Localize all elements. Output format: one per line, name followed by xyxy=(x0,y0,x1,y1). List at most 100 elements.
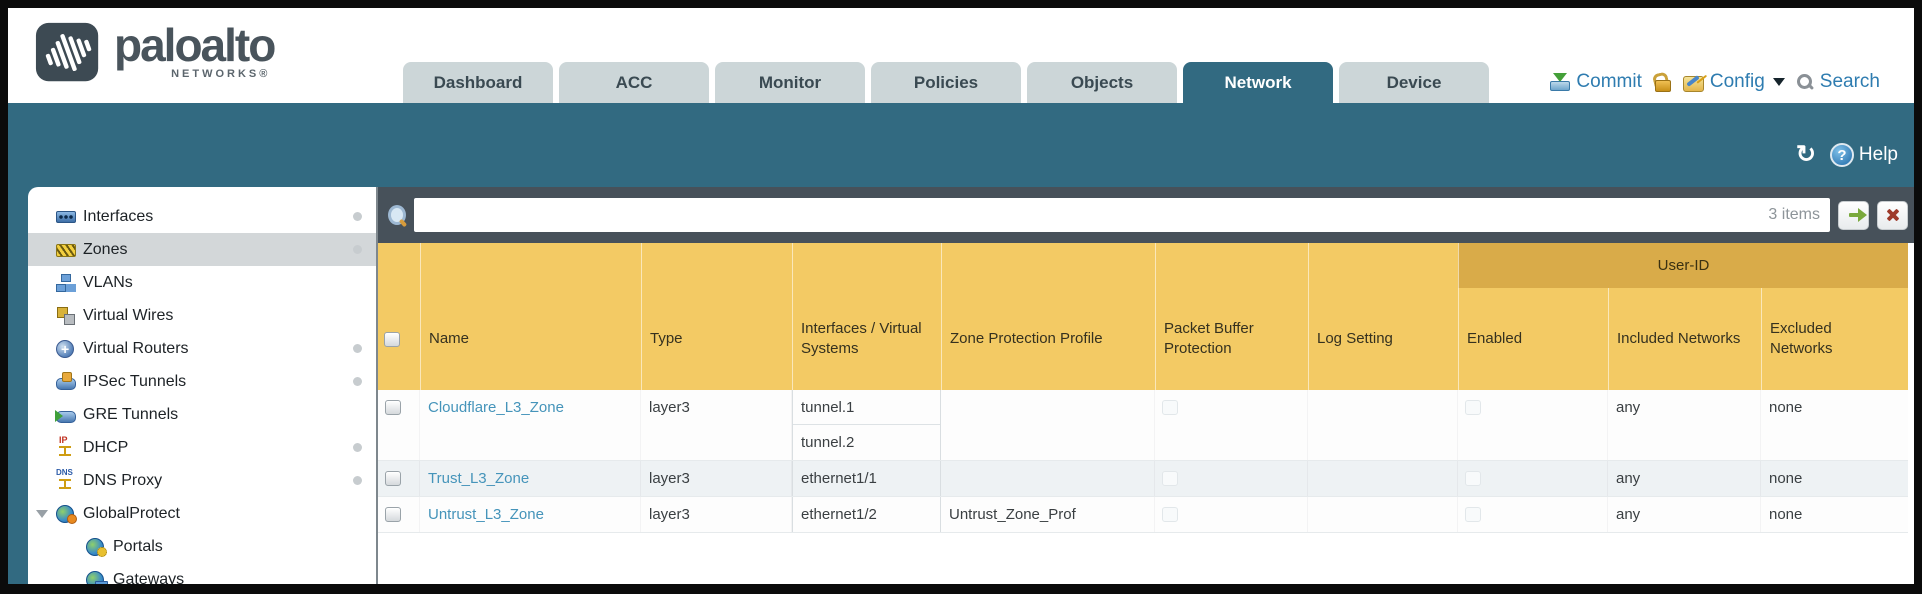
row-checkbox[interactable] xyxy=(385,400,401,415)
col-header-interfaces[interactable]: Interfaces / Virtual Systems xyxy=(792,243,941,390)
excluded-networks-cell: none xyxy=(1769,506,1803,523)
expand-caret-icon[interactable] xyxy=(36,509,48,518)
sidebar-item-label: Virtual Routers xyxy=(83,339,189,357)
tab-policies[interactable]: Policies xyxy=(871,62,1021,103)
sidebar-item-vlans[interactable]: VLANs xyxy=(28,266,376,299)
zone-type-cell: layer3 xyxy=(641,497,792,532)
col-header-packet-buffer-protection[interactable]: Packet Buffer Protection xyxy=(1155,243,1308,390)
chevron-down-icon xyxy=(1772,78,1785,86)
config-dropdown[interactable]: Config xyxy=(1682,71,1785,93)
sidebar-item-label: Portals xyxy=(113,537,163,555)
packet-buffer-checkbox xyxy=(1162,400,1178,415)
sidebar-item-label: Zones xyxy=(83,240,128,258)
status-dot xyxy=(353,476,362,485)
col-header-enabled[interactable]: Enabled xyxy=(1458,243,1608,390)
brand-sub: NETWORKS® xyxy=(171,68,271,80)
sidebar-item-gateways[interactable]: Gateways xyxy=(28,563,376,584)
user-id-enabled-checkbox xyxy=(1465,400,1481,415)
commit-label: Commit xyxy=(1576,71,1642,92)
zone-name-cell: Cloudflare_L3_Zone xyxy=(420,390,641,460)
band-actions: ↻ ? Help xyxy=(1796,143,1898,167)
sidebar-item-globalprotect[interactable]: GlobalProtect xyxy=(28,497,376,530)
tab-network[interactable]: Network xyxy=(1183,62,1333,103)
sidebar-item-zones[interactable]: Zones xyxy=(28,233,376,266)
col-header-name[interactable]: Name xyxy=(420,243,641,390)
gateways-icon xyxy=(86,570,108,584)
sidebar-item-label: Interfaces xyxy=(83,207,154,225)
tab-label: Policies xyxy=(913,72,979,92)
config-label: Config xyxy=(1709,71,1765,92)
tab-dashboard[interactable]: Dashboard xyxy=(403,62,553,103)
zone-name-cell: Trust_L3_Zone xyxy=(420,461,641,496)
col-header-excluded-networks[interactable]: Excluded Networks xyxy=(1761,243,1908,390)
sidebar-item-virtual-wires[interactable]: Virtual Wires xyxy=(28,299,376,332)
ipsec-tunnels-icon xyxy=(56,372,76,391)
col-header-included-networks[interactable]: Included Networks xyxy=(1608,243,1761,390)
packet-buffer-checkbox xyxy=(1162,471,1178,486)
interface-value: ethernet1/1 xyxy=(801,470,877,487)
tab-monitor[interactable]: Monitor xyxy=(715,62,865,103)
zone-protection-profile-cell: Untrust_Zone_Prof xyxy=(941,497,1155,532)
sidebar-item-dhcp[interactable]: DHCP xyxy=(28,431,376,464)
sidebar-item-dns-proxy[interactable]: DNS Proxy xyxy=(28,464,376,497)
tab-label: ACC xyxy=(615,72,653,92)
paloalto-logo: paloalto NETWORKS® xyxy=(34,18,276,88)
zone-name-link[interactable]: Cloudflare_L3_Zone xyxy=(428,399,564,416)
sidebar-item-virtual-routers[interactable]: Virtual Routers xyxy=(28,332,376,365)
log-setting-cell xyxy=(1308,497,1458,532)
paloalto-logo-icon xyxy=(35,22,99,82)
tab-device[interactable]: Device xyxy=(1339,62,1489,103)
tab-objects[interactable]: Objects xyxy=(1027,62,1177,103)
status-dot xyxy=(353,443,362,452)
clear-filter-button[interactable] xyxy=(1877,200,1908,230)
sidebar-item-portals[interactable]: Portals xyxy=(28,530,376,563)
tab-label: Objects xyxy=(1070,72,1134,92)
help-label: Help xyxy=(1858,144,1898,165)
lock-icon[interactable] xyxy=(1653,73,1672,92)
zone-protection-profile-cell xyxy=(941,390,1155,460)
packet-buffer-protection-cell xyxy=(1155,461,1308,496)
commit-button[interactable]: Commit xyxy=(1550,71,1642,93)
help-button[interactable]: ? Help xyxy=(1829,143,1898,167)
filter-input[interactable] xyxy=(414,198,1830,232)
zone-name-link[interactable]: Untrust_L3_Zone xyxy=(428,506,544,523)
search-button[interactable]: Search xyxy=(1796,71,1880,93)
apply-filter-button[interactable] xyxy=(1838,200,1869,230)
gre-tunnels-icon xyxy=(55,405,76,424)
zone-type-cell: layer3 xyxy=(641,461,792,496)
dns-proxy-icon xyxy=(56,468,75,490)
refresh-icon[interactable]: ↻ xyxy=(1795,141,1816,168)
col-header-type[interactable]: Type xyxy=(641,243,792,390)
status-dot xyxy=(353,377,362,386)
zone-name-link[interactable]: Trust_L3_Zone xyxy=(428,470,530,487)
sidebar-item-ipsec-tunnels[interactable]: IPSec Tunnels xyxy=(28,365,376,398)
zones-icon xyxy=(56,240,76,259)
row-select-cell xyxy=(378,497,420,532)
status-dot xyxy=(353,245,362,254)
excluded-networks-cell: none xyxy=(1769,470,1803,487)
commit-icon xyxy=(1550,72,1571,92)
user-id-group-header: User-ID xyxy=(1458,243,1908,288)
col-header-zone-protection-profile[interactable]: Zone Protection Profile xyxy=(941,243,1155,390)
vlans-icon xyxy=(56,273,75,292)
tab-acc[interactable]: ACC xyxy=(559,62,709,103)
sidebar-item-interfaces[interactable]: Interfaces xyxy=(28,200,376,233)
sidebar-item-label: Virtual Wires xyxy=(83,306,174,324)
packet-buffer-protection-cell xyxy=(1155,390,1308,460)
select-all-cell xyxy=(378,243,420,390)
row-checkbox[interactable] xyxy=(385,471,401,486)
sidebar-item-gre-tunnels[interactable]: GRE Tunnels xyxy=(28,398,376,431)
interfaces-cell: ethernet1/1 xyxy=(792,461,941,496)
row-checkbox[interactable] xyxy=(385,507,401,522)
primary-tabs: Dashboard ACC Monitor Policies Objects Networ… xyxy=(403,62,1489,103)
row-select-cell xyxy=(378,461,420,496)
sidebar-item-label: IPSec Tunnels xyxy=(83,372,187,390)
row-select-cell xyxy=(378,390,420,460)
packet-buffer-checkbox xyxy=(1162,507,1178,522)
col-header-log-setting[interactable]: Log Setting xyxy=(1308,243,1458,390)
virtual-wires-icon xyxy=(56,306,75,325)
dhcp-icon xyxy=(56,435,75,457)
select-all-checkbox[interactable] xyxy=(384,331,400,347)
